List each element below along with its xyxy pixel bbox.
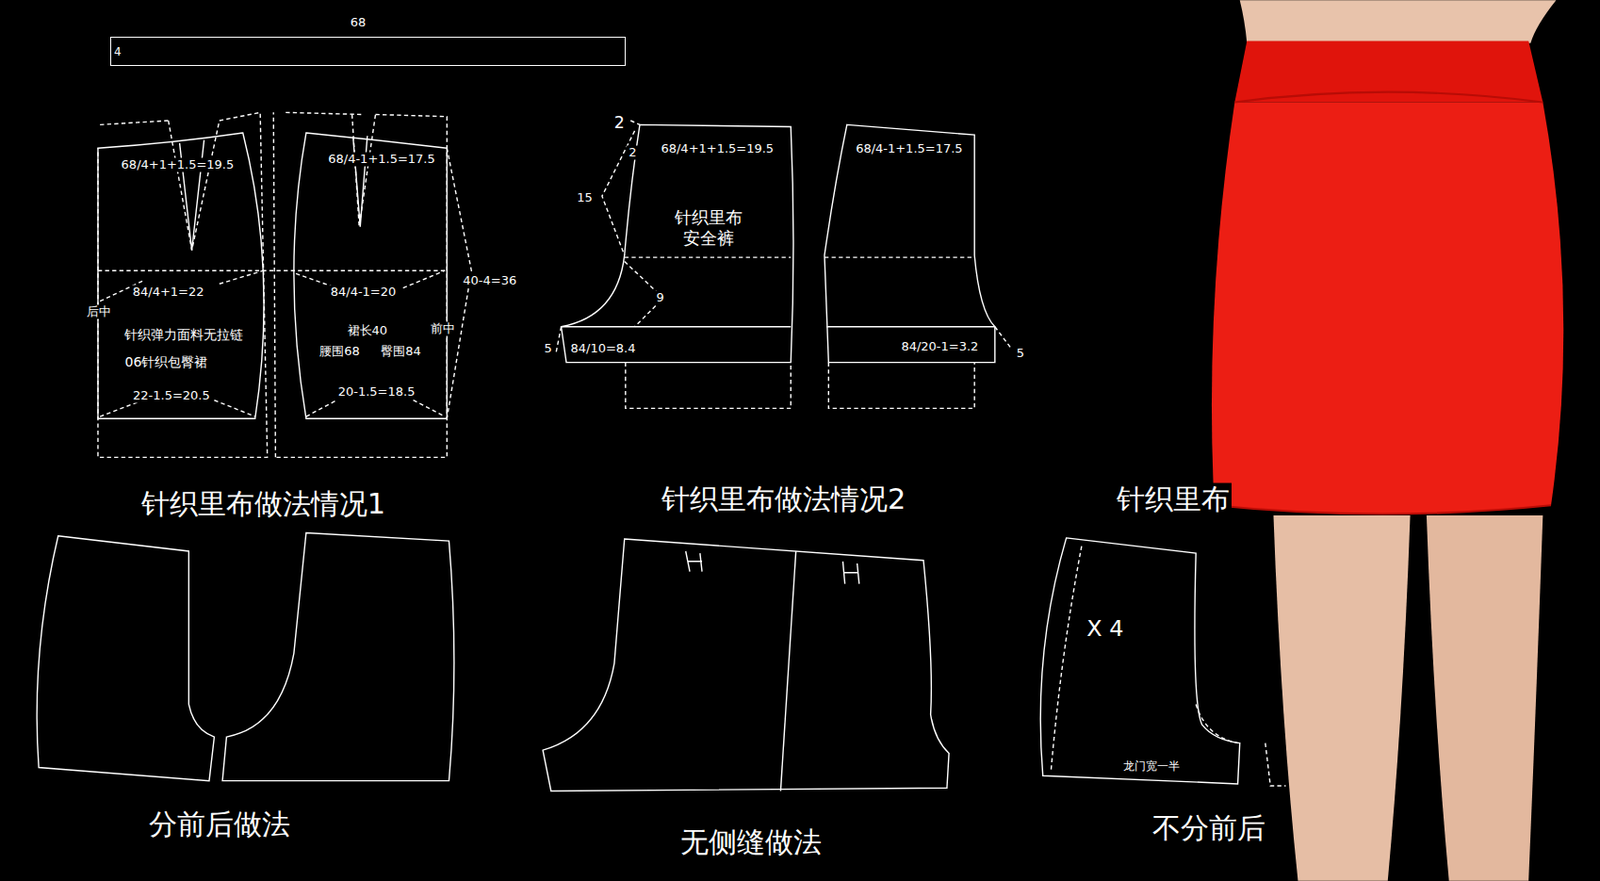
pattern-line bbox=[99, 270, 445, 301]
dimension-label: 84/4-1=20 bbox=[328, 284, 399, 299]
section-title: 无侧缝做法 bbox=[678, 826, 824, 860]
pattern-line bbox=[1426, 515, 1543, 881]
section-title: 针织里布 bbox=[1114, 482, 1232, 516]
dimension-label: 22-1.5=20.5 bbox=[130, 389, 213, 404]
pattern-line bbox=[555, 120, 1011, 409]
pattern-line bbox=[824, 124, 996, 362]
dimension-label: 腰围68 bbox=[317, 343, 362, 359]
pattern-line bbox=[293, 132, 447, 419]
dimension-label: 针织弹力面料无拉链 bbox=[122, 326, 245, 343]
pattern-line bbox=[624, 256, 975, 258]
pattern-line bbox=[36, 112, 1286, 791]
pattern-line bbox=[630, 120, 640, 125]
pattern-line bbox=[97, 112, 472, 458]
pattern-line bbox=[561, 326, 792, 327]
dimension-label: 40-4=36 bbox=[460, 273, 519, 288]
pattern-line bbox=[826, 326, 996, 327]
pattern-line bbox=[1273, 515, 1410, 881]
pattern-line bbox=[273, 112, 447, 458]
pattern-line bbox=[542, 538, 949, 791]
pattern-line bbox=[1234, 41, 1543, 103]
section-title: 分前后做法 bbox=[146, 808, 293, 842]
dimension-label: 9 bbox=[654, 291, 667, 306]
dimension-label: 84/10=8.4 bbox=[569, 342, 638, 357]
dimension-label: 臀围84 bbox=[378, 343, 424, 359]
pattern-line bbox=[1050, 546, 1286, 786]
pattern-line bbox=[97, 269, 447, 271]
pattern-line bbox=[222, 533, 455, 782]
pattern-line bbox=[97, 132, 264, 419]
node-text: 4 bbox=[114, 45, 122, 59]
dimension-label: 20-1.5=18.5 bbox=[336, 384, 418, 399]
pattern-line bbox=[1240, 0, 1557, 43]
section-title: 针织里布做法情况1 bbox=[139, 488, 388, 522]
dimension-label: 84/20-1=3.2 bbox=[898, 340, 980, 355]
pattern-line bbox=[1211, 102, 1564, 515]
dimension-label: 15 bbox=[574, 191, 595, 206]
dimension-label: 68/4+1+1.5=19.5 bbox=[119, 158, 237, 173]
dimension-label: 针织里布 安全裤 bbox=[669, 207, 748, 247]
dimension-label: 2 bbox=[626, 146, 638, 161]
pattern-line bbox=[1214, 505, 1552, 514]
pattern-line bbox=[1211, 0, 1564, 881]
section-title: X 4 bbox=[1084, 616, 1126, 642]
dimension-label: 5 bbox=[541, 342, 554, 357]
pattern-line bbox=[1411, 515, 1426, 881]
pattern-line bbox=[36, 536, 214, 782]
dimension-label: 龙门宽一半 bbox=[1121, 761, 1182, 775]
dimension-label: 2 bbox=[612, 114, 627, 133]
dimension-label: 后中 bbox=[84, 305, 114, 320]
pattern-line bbox=[1234, 92, 1543, 103]
section-title: 不分前后 bbox=[1150, 812, 1268, 846]
pattern-line bbox=[1040, 538, 1241, 784]
pattern-line bbox=[1050, 546, 1286, 786]
dimension-label: 68 bbox=[348, 15, 369, 30]
dimension-label: 裙长40 bbox=[345, 323, 391, 338]
waistband-box: 4 bbox=[110, 36, 626, 66]
pattern-line bbox=[625, 362, 975, 409]
section-title: 针织里布做法情况2 bbox=[659, 482, 908, 516]
pattern-line bbox=[685, 551, 860, 585]
dimension-label: 68/4-1+1.5=17.5 bbox=[853, 142, 964, 157]
pattern-line bbox=[561, 124, 794, 362]
pattern-line bbox=[780, 551, 796, 791]
dimension-label: 前中 bbox=[428, 321, 458, 336]
dimension-label: 06针织包臀裙 bbox=[123, 354, 211, 370]
dimension-label: 84/4+1=22 bbox=[130, 284, 207, 299]
pattern-line bbox=[97, 112, 268, 458]
dimension-label: 5 bbox=[1014, 345, 1027, 360]
dimension-label: 68/4-1+1.5=17.5 bbox=[326, 151, 437, 166]
dimension-label: 68/4+1+1.5=19.5 bbox=[658, 142, 776, 157]
